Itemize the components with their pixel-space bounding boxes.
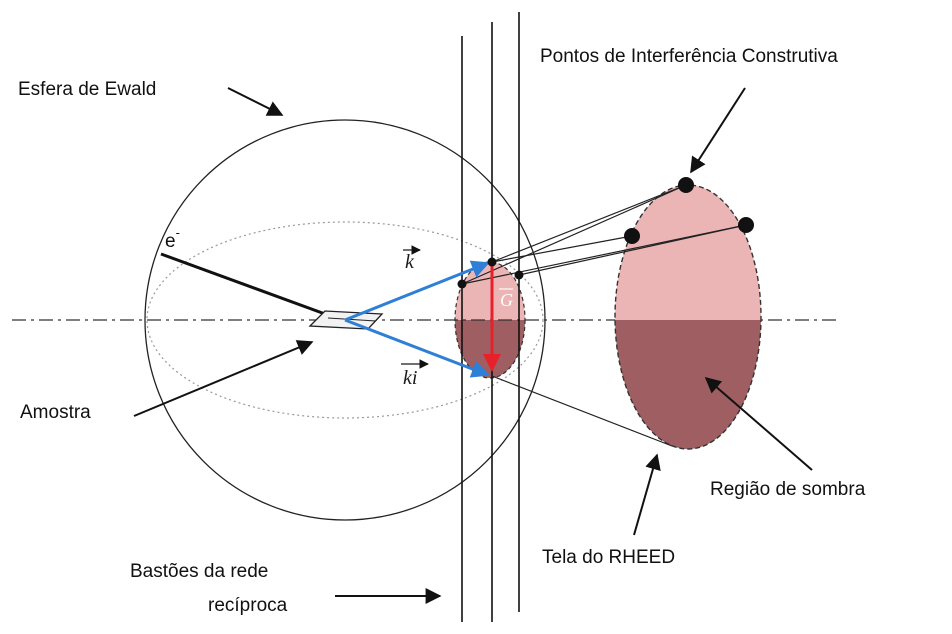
label-k-vector: k (403, 245, 421, 273)
sample-crystal-edge (327, 317, 377, 322)
rheed-screen (614, 184, 762, 450)
pointer-arrow-ewald (227, 87, 284, 116)
interference-spot (738, 217, 754, 233)
ewald-equator (146, 221, 544, 419)
rod-intersection-dot (487, 257, 497, 267)
incident-electron-beam (160, 252, 337, 320)
shadow-boundary-line (491, 375, 673, 447)
label-shadow-region: Região de sombra (710, 479, 866, 500)
pointer-arrow-interference (690, 87, 746, 174)
label-ki-vector: ki (401, 359, 429, 389)
label-rheed-screen: Tela do RHEED (542, 547, 675, 568)
label-reciprocal-rods-line2: recíproca (208, 595, 288, 616)
electron-charge: - (176, 225, 180, 240)
diffracted-beam (461, 224, 747, 285)
electron-symbol: e (165, 231, 176, 252)
label-constructive-points: Pontos de Interferência Construtiva (540, 46, 838, 67)
pointer-arrow-screen (633, 453, 661, 536)
pointer-arrow-sample (133, 340, 314, 417)
label-electron: e- (165, 225, 180, 252)
diffracted-beam (491, 184, 687, 263)
label-G-vector: G (499, 288, 513, 310)
G-vector-symbol: G (500, 290, 513, 310)
label-reciprocal-rods-line1: Bastões da rede (130, 561, 268, 582)
k-vector-symbol: k (405, 251, 415, 273)
diffracted-beam (491, 235, 633, 263)
ki-vector-symbol: ki (403, 367, 417, 389)
label-ewald-sphere: Esfera de Ewald (18, 79, 156, 100)
diffracted-beam (461, 184, 687, 285)
label-sample: Amostra (20, 402, 91, 423)
rod-intersection-dot (514, 270, 524, 280)
rod-intersection-dot (457, 279, 467, 289)
interference-spot (624, 228, 640, 244)
interference-spot (678, 177, 694, 193)
ki-vector-arrow (344, 318, 490, 378)
k-vector-arrow (344, 260, 490, 322)
pointer-arrow-shadow (704, 376, 813, 471)
